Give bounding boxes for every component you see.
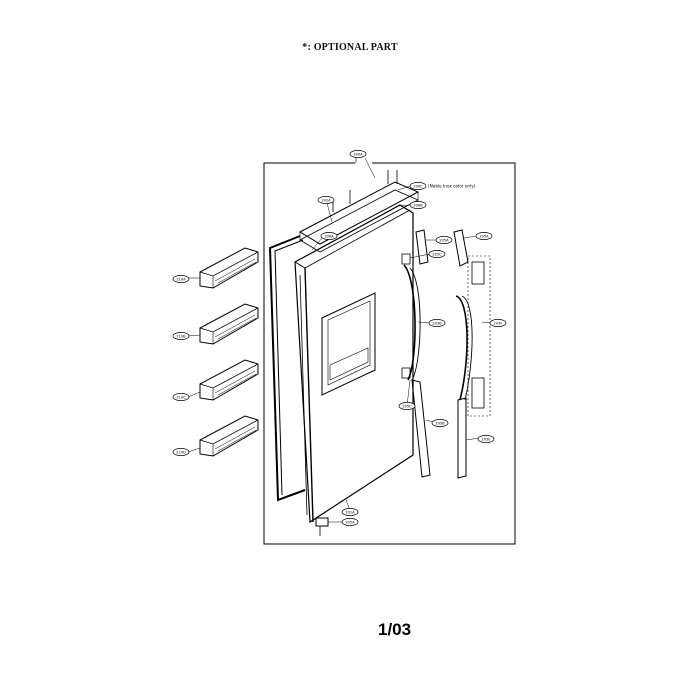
- svg-text:210D: 210D: [176, 450, 186, 454]
- leader-lines: [187, 157, 491, 523]
- noble-inox-note: (Noble Inox color only): [428, 184, 476, 189]
- callout-205B: 205B: [431, 419, 449, 427]
- svg-text:205C: 205C: [402, 404, 412, 408]
- door-bin-1: [199, 247, 259, 289]
- callout-205C-top: 205C: [428, 250, 446, 258]
- door-body: [294, 204, 414, 524]
- callout-205C-bottom: 205C: [398, 402, 416, 410]
- handle-trim-bottom: [411, 379, 431, 478]
- svg-text:202A: 202A: [321, 198, 331, 202]
- svg-text:206A: 206A: [324, 234, 334, 238]
- svg-text:210B: 210B: [176, 334, 186, 338]
- callout-205A-bottom: 205A: [341, 518, 359, 526]
- svg-text:205B: 205B: [435, 421, 445, 425]
- callout-205A-top: 205A: [435, 236, 453, 244]
- svg-text:201A: 201A: [345, 510, 355, 514]
- svg-text:203B: 203B: [432, 321, 442, 325]
- door-bin-3: [199, 359, 259, 401]
- svg-text:210A: 210A: [176, 277, 186, 281]
- callout-205A-right: 205A: [475, 232, 493, 240]
- svg-text:210C: 210C: [176, 395, 186, 399]
- callout-210A: 210A: [172, 275, 190, 283]
- svg-text:203F: 203F: [494, 321, 503, 325]
- callout-203F: 203F: [489, 319, 507, 327]
- svg-text:204C: 204C: [413, 184, 423, 188]
- handle-cover-top: [453, 229, 469, 267]
- callout-210C: 210C: [172, 393, 190, 401]
- svg-text:200A: 200A: [353, 152, 363, 156]
- callout-201A: 201A: [341, 508, 359, 516]
- door-gasket: [268, 235, 306, 502]
- handle-bracket-top: [401, 253, 411, 265]
- callout-205E: 205E: [477, 435, 495, 443]
- page-revision: 1/03: [378, 620, 412, 639]
- optional-part-note: *: OPTIONAL PART: [302, 42, 398, 53]
- door-bin-2: [199, 303, 259, 345]
- door-handle: [403, 264, 416, 381]
- svg-text:205A: 205A: [479, 234, 489, 238]
- bottom-hinge: [315, 517, 329, 527]
- svg-text:205A: 205A: [345, 520, 355, 524]
- callout-210B: 210B: [172, 332, 190, 340]
- door-bin-4: [199, 415, 259, 457]
- handle-cover-bottom: [457, 397, 467, 479]
- handle-trim-top: [415, 229, 429, 265]
- dispenser-recess: [321, 292, 376, 396]
- svg-text:205C: 205C: [432, 252, 442, 256]
- callout-202A: 202A: [317, 196, 335, 204]
- handle-bracket-bottom: [401, 367, 411, 379]
- callout-203B: 203B: [428, 319, 446, 327]
- svg-text:206B: 206B: [413, 203, 423, 207]
- callout-206A: 206A: [320, 232, 338, 240]
- callout-206B: 206B: [409, 201, 427, 209]
- diagram-frame: [263, 162, 516, 545]
- callout-204C: 204C: [409, 182, 427, 190]
- door-top-cap: [298, 181, 420, 245]
- handle-outer: [455, 295, 468, 401]
- callout-210D: 210D: [172, 448, 190, 456]
- svg-text:205A: 205A: [439, 238, 449, 242]
- callout-200A: 200A: [349, 150, 367, 158]
- svg-text:205E: 205E: [481, 437, 491, 441]
- optional-handle-frame: [467, 255, 491, 417]
